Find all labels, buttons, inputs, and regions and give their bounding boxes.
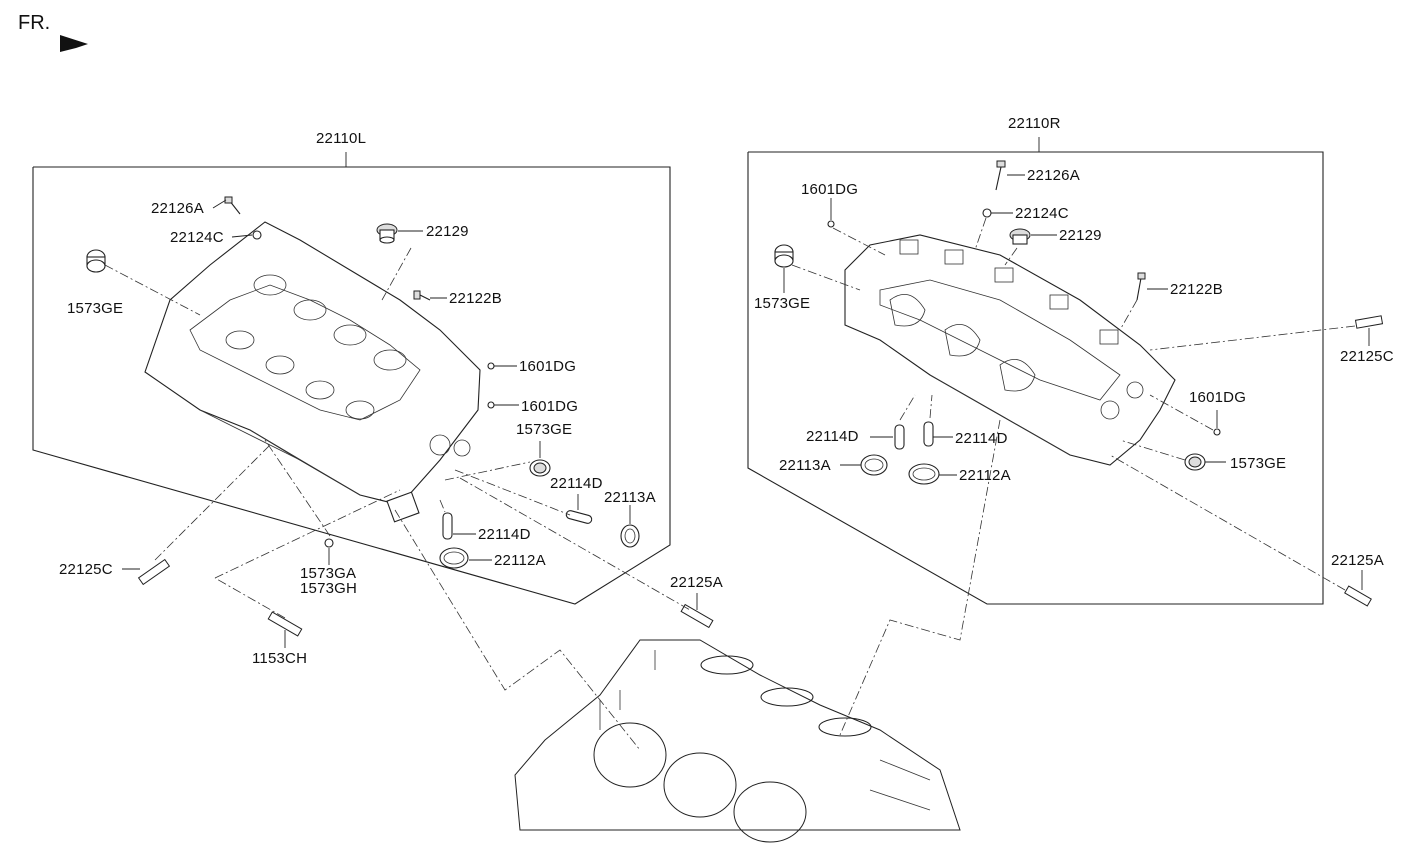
- right-bolt-22122B: [1136, 272, 1146, 301]
- left-label-1573GE-side[interactable]: 1573GE: [516, 421, 573, 438]
- left-ring-22112A: [439, 547, 469, 569]
- left-bolt-22126A: [224, 196, 241, 215]
- engine-block: [514, 639, 961, 843]
- right-label-22112A[interactable]: 22112A: [959, 467, 1011, 484]
- left-ball-1601DG-b: [487, 401, 495, 409]
- right-label-1601DG-side[interactable]: 1601DG: [1189, 389, 1247, 406]
- left-label-22114D-a[interactable]: 22114D: [550, 475, 603, 492]
- right-cap-22129: [1009, 228, 1031, 245]
- left-label-22126A[interactable]: 22126A: [151, 200, 204, 217]
- right-bolt-22126A: [995, 160, 1006, 191]
- left-guide-22114D-a: [565, 510, 593, 524]
- right-label-22122B[interactable]: 22122B: [1170, 281, 1223, 298]
- left-label-1573GA[interactable]: 1573GA: [300, 565, 357, 582]
- front-marker: FR.: [18, 12, 51, 34]
- left-plug-1573GA: [324, 538, 334, 548]
- left-label-22124C[interactable]: 22124C: [170, 229, 224, 246]
- left-assembly-label[interactable]: 22110L: [316, 130, 367, 147]
- right-label-22126A[interactable]: 22126A: [1027, 167, 1080, 184]
- left-label-22125C[interactable]: 22125C: [59, 561, 113, 578]
- left-label-22114D-b[interactable]: 22114D: [478, 526, 531, 543]
- left-label-22122B[interactable]: 22122B: [449, 290, 502, 307]
- assembly-lines: [104, 217, 1356, 751]
- left-assembly-frame: [32, 166, 671, 605]
- left-label-1601DG-b[interactable]: 1601DG: [521, 398, 579, 415]
- left-label-1601DG-a[interactable]: 1601DG: [519, 358, 577, 375]
- front-arrow-icon: [60, 35, 88, 52]
- right-label-22114D-b[interactable]: 22114D: [955, 430, 1008, 447]
- right-cylinder-head: [844, 234, 1176, 466]
- left-stud-22125A: [680, 603, 714, 629]
- left-label-1573GE-top[interactable]: 1573GE: [67, 300, 124, 317]
- right-stud-22125C: [1354, 315, 1384, 329]
- right-label-22125C[interactable]: 22125C: [1340, 348, 1394, 365]
- left-stud-1153CH: [267, 611, 303, 637]
- right-label-1601DG-top[interactable]: 1601DG: [801, 181, 859, 198]
- left-plug-22124C: [252, 230, 262, 240]
- left-label-22129[interactable]: 22129: [426, 223, 469, 240]
- left-cap-22129: [376, 223, 398, 244]
- left-bolt-22122B: [413, 290, 431, 301]
- left-label-22112A[interactable]: 22112A: [494, 552, 546, 569]
- right-seal-1573GE-side: [1184, 453, 1206, 471]
- right-guide-22114D-b: [923, 421, 934, 447]
- right-label-1573GE-top[interactable]: 1573GE: [754, 295, 811, 312]
- leader-lines: [122, 174, 1370, 648]
- right-ball-1601DG-top: [827, 220, 835, 228]
- right-plug-22124C: [982, 208, 992, 218]
- right-ring-22112A: [908, 463, 940, 485]
- right-label-22124C[interactable]: 22124C: [1015, 205, 1069, 222]
- left-cylinder-head: [144, 221, 481, 523]
- right-label-22114D-a[interactable]: 22114D: [806, 428, 859, 445]
- left-label-22125A[interactable]: 22125A: [670, 574, 723, 591]
- right-label-22113A[interactable]: 22113A: [779, 457, 831, 474]
- right-stud-22125A: [1344, 585, 1372, 607]
- left-label-1153CH[interactable]: 1153CH: [252, 650, 308, 667]
- left-label-1573GH[interactable]: 1573GH: [300, 580, 358, 597]
- right-assembly-frame: [747, 151, 1324, 605]
- right-assembly-label[interactable]: 22110R: [1008, 115, 1061, 132]
- right-guide-22114D-a: [894, 424, 905, 450]
- right-label-1573GE-side[interactable]: 1573GE: [1230, 455, 1287, 472]
- right-label-22125A[interactable]: 22125A: [1331, 552, 1384, 569]
- right-label-22129[interactable]: 22129: [1059, 227, 1102, 244]
- left-seal-1573GE-side: [529, 459, 551, 477]
- right-seal-1573GE-top: [774, 244, 794, 268]
- left-guide-22114D-b: [442, 512, 453, 540]
- right-ball-1601DG-side: [1213, 428, 1221, 436]
- left-label-22113A[interactable]: 22113A: [604, 489, 656, 506]
- left-seal-1573GE-top: [86, 249, 106, 273]
- left-ring-22113A: [620, 524, 640, 548]
- left-ball-1601DG-a: [487, 362, 495, 370]
- left-stud-22125C: [137, 558, 171, 586]
